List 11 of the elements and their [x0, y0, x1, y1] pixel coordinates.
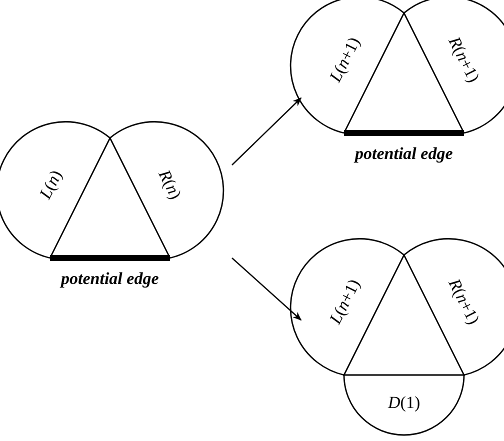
region-label: D(1) [388, 394, 420, 410]
node-label: potential edge [355, 145, 453, 162]
region-label: R(n+1) [446, 34, 483, 84]
arrow [232, 97, 302, 166]
node-label: potential edge [61, 270, 159, 287]
region-label: L(n) [36, 167, 64, 201]
arrow [232, 258, 302, 321]
region-label: R(n) [156, 166, 184, 202]
region-label: R(n+1) [446, 276, 483, 326]
region-label: L(n+1) [326, 276, 362, 326]
region-label: L(n+1) [326, 34, 362, 84]
